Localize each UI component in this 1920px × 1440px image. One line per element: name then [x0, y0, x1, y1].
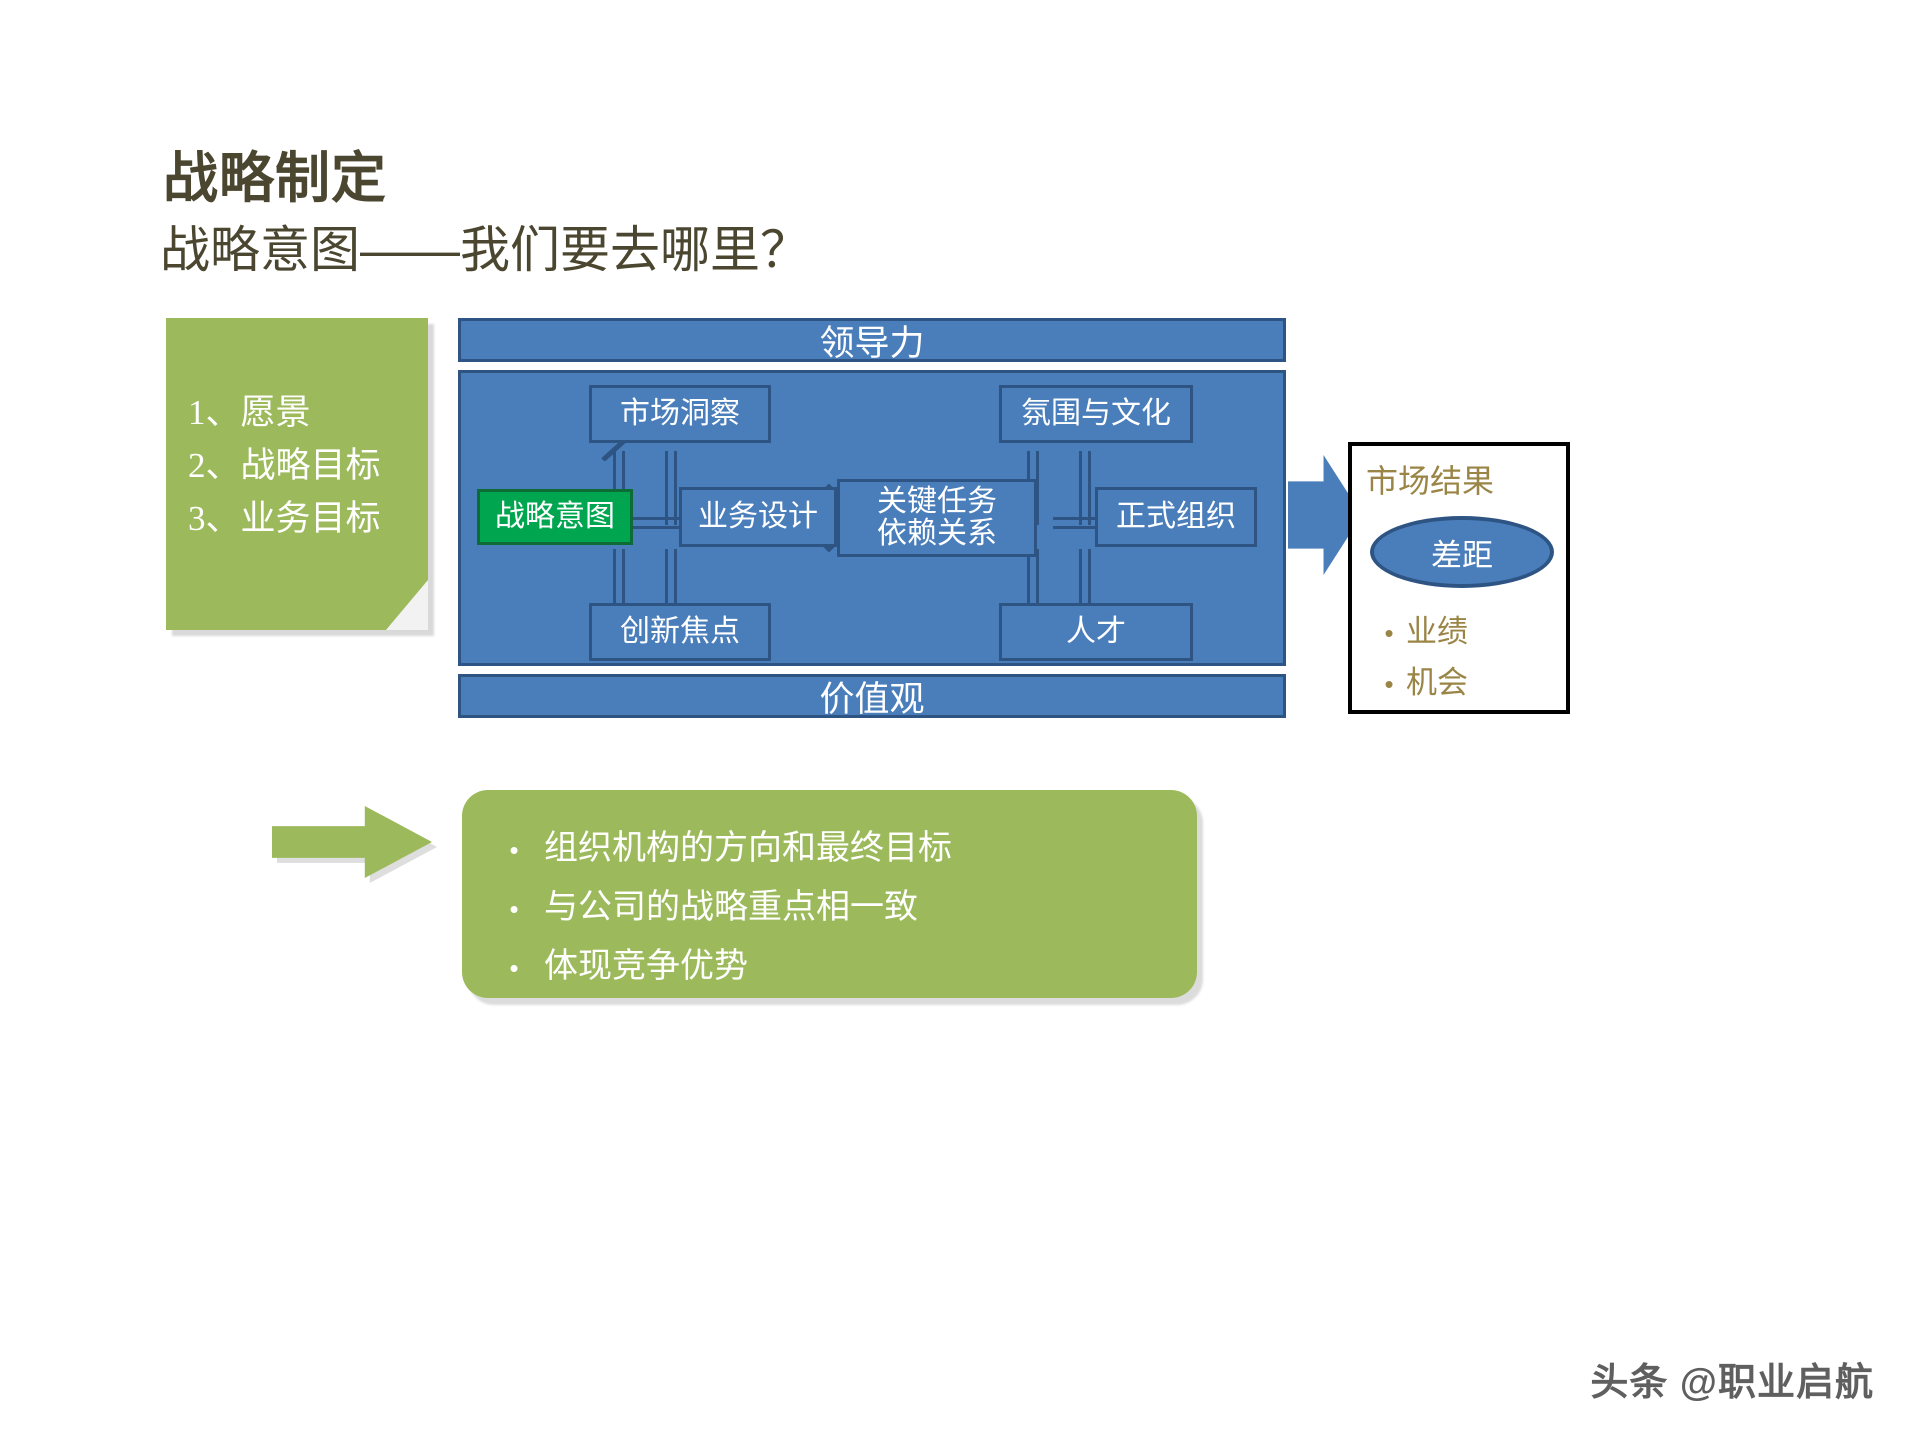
bullet-dot-icon: • [509, 894, 519, 924]
sticky-note-list: 1、愿景 2、战略目标 3、业务目标 [188, 386, 381, 546]
bullet-dot-icon: • [509, 953, 519, 983]
node-strategic-intent-label: 战略意图 [495, 499, 615, 533]
market-results-box: 市场结果 差距 • 业绩 • 机会 [1348, 442, 1570, 714]
node-innovation-focus[interactable]: 创新焦点 [589, 603, 771, 661]
node-business-design[interactable]: 业务设计 [679, 487, 837, 547]
node-formal-organization[interactable]: 正式组织 [1095, 487, 1257, 547]
connector-culture-down-right [1079, 451, 1091, 525]
connector-to-formal-org [1053, 517, 1097, 529]
node-market-insight[interactable]: 市场洞察 [589, 385, 771, 443]
bottom-panel-item: • 体现竞争优势 [484, 938, 1174, 987]
connector-innovation-right [665, 549, 677, 615]
values-bar: 价值观 [458, 674, 1286, 719]
sticky-note-item: 1、愿景 [188, 393, 311, 432]
market-bullet-item: • 机会 [1372, 657, 1557, 702]
bullet-dot-icon: • [509, 835, 519, 865]
bottom-panel-item-label: 体现竞争优势 [544, 947, 748, 985]
connector-insight-right [665, 451, 677, 525]
node-talent-label: 人才 [1066, 614, 1126, 648]
market-bullet-item: • 业绩 [1372, 606, 1557, 651]
node-talent[interactable]: 人才 [999, 603, 1193, 661]
blm-core-panel: 市场洞察 战略意图 业务设计 创新焦点 氛围与文化 关键任务 依赖关系 正式组织… [458, 370, 1286, 666]
node-business-design-label: 业务设计 [698, 499, 818, 533]
page-title: 战略制定 [163, 147, 388, 209]
gap-label: 差距 [1431, 537, 1493, 573]
page-subtitle: 战略意图——我们要去哪里？ [160, 222, 810, 278]
market-results-bullets: • 业绩 • 机会 [1372, 606, 1557, 708]
bottom-arrow-body [272, 806, 432, 878]
node-innovation-focus-label: 创新焦点 [620, 614, 740, 648]
bottom-right-arrow-icon [272, 806, 437, 883]
bottom-panel-item: • 组织机构的方向和最终目标 [484, 820, 1174, 869]
sticky-note-item: 2、战略目标 [188, 446, 381, 486]
leadership-bar-label: 领导力 [819, 323, 925, 363]
node-market-insight-label: 市场洞察 [620, 396, 740, 430]
connector-design-to-innovation [613, 549, 625, 615]
market-results-title: 市场结果 [1366, 463, 1495, 499]
bottom-panel-list: • 组织机构的方向和最终目标 • 与公司的战略重点相一致 • 体现竞争优势 [484, 820, 1174, 997]
connector-down-to-talent-left [1027, 549, 1039, 615]
bullet-dot-icon: • [1384, 618, 1394, 648]
sticky-note-body [166, 318, 428, 630]
bottom-panel-body [462, 790, 1197, 998]
market-bullet-label: 业绩 [1406, 614, 1468, 649]
node-key-task-line2: 依赖关系 [877, 517, 997, 550]
node-key-task-dependency[interactable]: 关键任务 依赖关系 [837, 479, 1037, 557]
bottom-summary-panel: • 组织机构的方向和最终目标 • 与公司的战略重点相一致 • 体现竞争优势 [462, 790, 1203, 1005]
bottom-panel-item-label: 组织机构的方向和最终目标 [544, 829, 952, 867]
values-bar-label: 价值观 [819, 679, 925, 719]
blm-diagram: 领导力 市场洞察 战略意图 [458, 318, 1286, 719]
leadership-bar: 领导力 [458, 318, 1286, 363]
sticky-note-goals: 1、愿景 2、战略目标 3、业务目标 [166, 318, 434, 636]
node-atmosphere-culture-label: 氛围与文化 [1021, 396, 1171, 430]
gap-ellipse: 差距 [1370, 516, 1554, 588]
connector-insight-to-design [613, 451, 625, 525]
sticky-note-item: 3、业务目标 [188, 499, 381, 539]
bullet-dot-icon: • [1384, 669, 1394, 699]
node-atmosphere-culture[interactable]: 氛围与文化 [999, 385, 1193, 443]
connector-down-to-talent-right [1079, 549, 1091, 615]
connector-diagonal-insight [601, 438, 627, 462]
node-formal-organization-label: 正式组织 [1116, 499, 1236, 533]
watermark: 头条 @职业启航 [1590, 1362, 1874, 1404]
node-strategic-intent[interactable]: 战略意图 [477, 489, 633, 545]
bottom-panel-item-label: 与公司的战略重点相一致 [544, 888, 918, 926]
node-key-task-line1: 关键任务 [877, 484, 997, 518]
connector-intent-to-design [625, 517, 687, 529]
market-bullet-label: 机会 [1406, 665, 1468, 700]
bottom-panel-item: • 与公司的战略重点相一致 [484, 879, 1174, 928]
